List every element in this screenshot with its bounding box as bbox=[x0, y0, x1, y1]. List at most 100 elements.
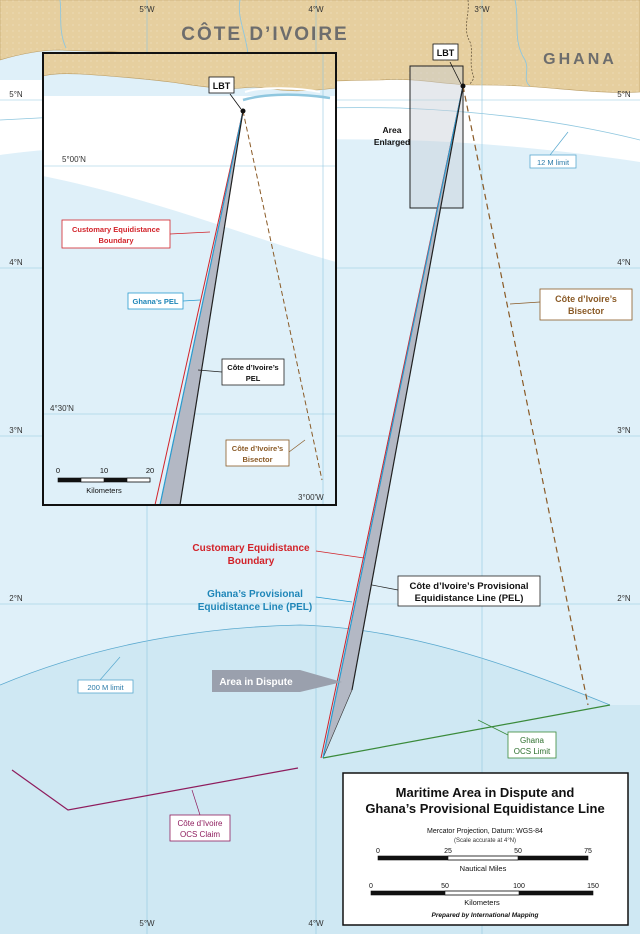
civ-bisector-label: Côte d’Ivoire’s bbox=[555, 294, 617, 304]
ghana-ocs-label: OCS Limit bbox=[514, 747, 551, 756]
customary-boundary-label: Customary Equidistance bbox=[192, 543, 310, 554]
country-border bbox=[465, 0, 475, 85]
limit-12m-label-box bbox=[529, 154, 577, 169]
inset-civ-bisector bbox=[242, 110, 323, 481]
lon-label-top: 5°W bbox=[139, 5, 155, 14]
inset-scale-bar bbox=[57, 477, 151, 483]
inset-map: LBT 5°00'N 4°30'N 3°00'W Customary Equid… bbox=[42, 52, 337, 506]
lat-label-left: 5°N bbox=[9, 90, 23, 99]
inset-scale-tick: 20 bbox=[146, 466, 154, 475]
legend-scale-note: (Scale accurate at 4°N) bbox=[454, 838, 516, 844]
lat-label-right: 4°N bbox=[617, 258, 631, 267]
legend-projection: Mercator Projection, Datum: WGS-84 bbox=[427, 828, 543, 835]
inset-lat-label: 5°00'N bbox=[62, 155, 86, 164]
ghana-ocs-limit-line bbox=[322, 704, 611, 759]
km-scale-tick: 0 bbox=[369, 883, 373, 890]
leader-line bbox=[477, 719, 509, 736]
leader-line bbox=[191, 789, 201, 816]
km-scale-tick: 50 bbox=[441, 883, 449, 890]
lbt-point bbox=[460, 83, 466, 89]
land-texture bbox=[0, 0, 640, 93]
inset-lbt-point bbox=[240, 108, 246, 114]
ghana-pel-label: Equidistance Line (PEL) bbox=[198, 602, 312, 613]
area-enlarged-box bbox=[409, 65, 464, 209]
legend-credit: Prepared by International Mapping bbox=[432, 912, 539, 919]
inset-lat-label: 4°30'N bbox=[50, 404, 74, 413]
limit-12m-label: 12 M limit bbox=[537, 158, 570, 167]
inset-customary-label: Boundary bbox=[98, 236, 134, 245]
inset-customary-label-box bbox=[61, 219, 171, 249]
civ-ocs-label: Côte d’Ivoire bbox=[178, 819, 223, 828]
limit-200m-label-box bbox=[77, 679, 134, 694]
lon-label-top: 4°W bbox=[308, 5, 324, 14]
country-label-cote-divoire: CÔTE D’IVOIRE bbox=[181, 23, 348, 45]
inset-civ-pel-label-box bbox=[221, 358, 285, 386]
civ-pel-label-box bbox=[397, 575, 541, 607]
inset-lon-label: 3°00'W bbox=[298, 493, 324, 502]
limit-200m-label: 200 M limit bbox=[87, 683, 124, 692]
area-enlarged-label: Area bbox=[383, 125, 402, 135]
nm-scale-tick: 50 bbox=[514, 848, 522, 855]
km-scale-tick: 100 bbox=[513, 883, 525, 890]
civ-pel-line bbox=[351, 85, 464, 691]
km-scale-unit: Kilometers bbox=[464, 898, 500, 907]
inset-customary-boundary bbox=[154, 110, 244, 505]
ghana-ocs-label: Ghana bbox=[520, 736, 545, 745]
lat-label-right: 3°N bbox=[617, 426, 631, 435]
leader-line bbox=[99, 656, 121, 681]
legend-title: Maritime Area in Dispute and bbox=[396, 785, 575, 800]
country-label-ghana: GHANA bbox=[543, 51, 617, 68]
civ-pel-label: Equidistance Line (PEL) bbox=[415, 593, 524, 604]
leader-line bbox=[549, 131, 569, 156]
inset-civ-pel bbox=[179, 110, 244, 505]
inset-ghana-pel-label-box bbox=[127, 292, 184, 310]
civ-bisector-label-box bbox=[539, 288, 633, 321]
lat-label-left: 4°N bbox=[9, 258, 23, 267]
leader-line bbox=[509, 301, 541, 305]
leader-line bbox=[315, 596, 353, 603]
leader-line bbox=[315, 550, 365, 559]
nm-scale-tick: 25 bbox=[444, 848, 452, 855]
inset-bisector-label: Bisector bbox=[242, 455, 272, 464]
legend-panel: Maritime Area in Dispute and Ghana’s Pro… bbox=[342, 772, 629, 926]
nm-scale-unit: Nautical Miles bbox=[460, 864, 507, 873]
inset-ghana-pel-label: Ghana’s PEL bbox=[133, 297, 179, 306]
leader-line bbox=[288, 439, 306, 453]
leader-line bbox=[182, 299, 201, 302]
civ-bisector-label: Bisector bbox=[568, 306, 605, 316]
civ-ocs-label-box bbox=[169, 814, 231, 842]
civ-pel-label: Côte d’Ivoire’s Provisional bbox=[410, 581, 529, 592]
lbt-label: LBT bbox=[437, 48, 455, 58]
limit-200m-line bbox=[0, 624, 611, 706]
leader-line bbox=[371, 584, 399, 591]
area-enlarged-label: Enlarged bbox=[374, 137, 410, 147]
customary-boundary-label: Boundary bbox=[228, 556, 275, 567]
lat-label-left: 2°N bbox=[9, 594, 23, 603]
area-in-dispute-label-box bbox=[212, 670, 300, 692]
civ-ocs-claim-line bbox=[11, 767, 299, 811]
ghana-ocs-label-box bbox=[507, 731, 557, 759]
leader-line bbox=[229, 93, 242, 110]
inset-bisector-label: Côte d’Ivoire’s bbox=[232, 444, 283, 453]
inset-lbt-label: LBT bbox=[213, 81, 231, 91]
legend-title: Ghana’s Provisional Equidistance Line bbox=[365, 801, 604, 816]
nm-scale-tick: 0 bbox=[376, 848, 380, 855]
area-in-dispute-label: Area in Dispute bbox=[219, 677, 293, 688]
lat-label-right: 2°N bbox=[617, 594, 631, 603]
nm-scale-tick: 75 bbox=[584, 848, 592, 855]
leader-line bbox=[197, 369, 223, 373]
lon-label-top: 3°W bbox=[474, 5, 490, 14]
ghana-pel-line bbox=[322, 85, 464, 759]
lon-label-bottom: 5°W bbox=[139, 919, 155, 928]
km-scale-tick: 150 bbox=[587, 883, 599, 890]
inset-scale-unit: Kilometers bbox=[86, 486, 122, 495]
civ-bisector-line bbox=[462, 85, 589, 706]
lon-label-bottom: 4°W bbox=[308, 919, 324, 928]
lat-label-left: 3°N bbox=[9, 426, 23, 435]
inset-scale-tick: 0 bbox=[56, 466, 60, 475]
inset-bisector-label-box bbox=[225, 439, 290, 467]
leader-line bbox=[169, 231, 211, 235]
ghana-pel-label: Ghana’s Provisional bbox=[207, 589, 303, 600]
inset-scale-tick: 10 bbox=[100, 466, 108, 475]
